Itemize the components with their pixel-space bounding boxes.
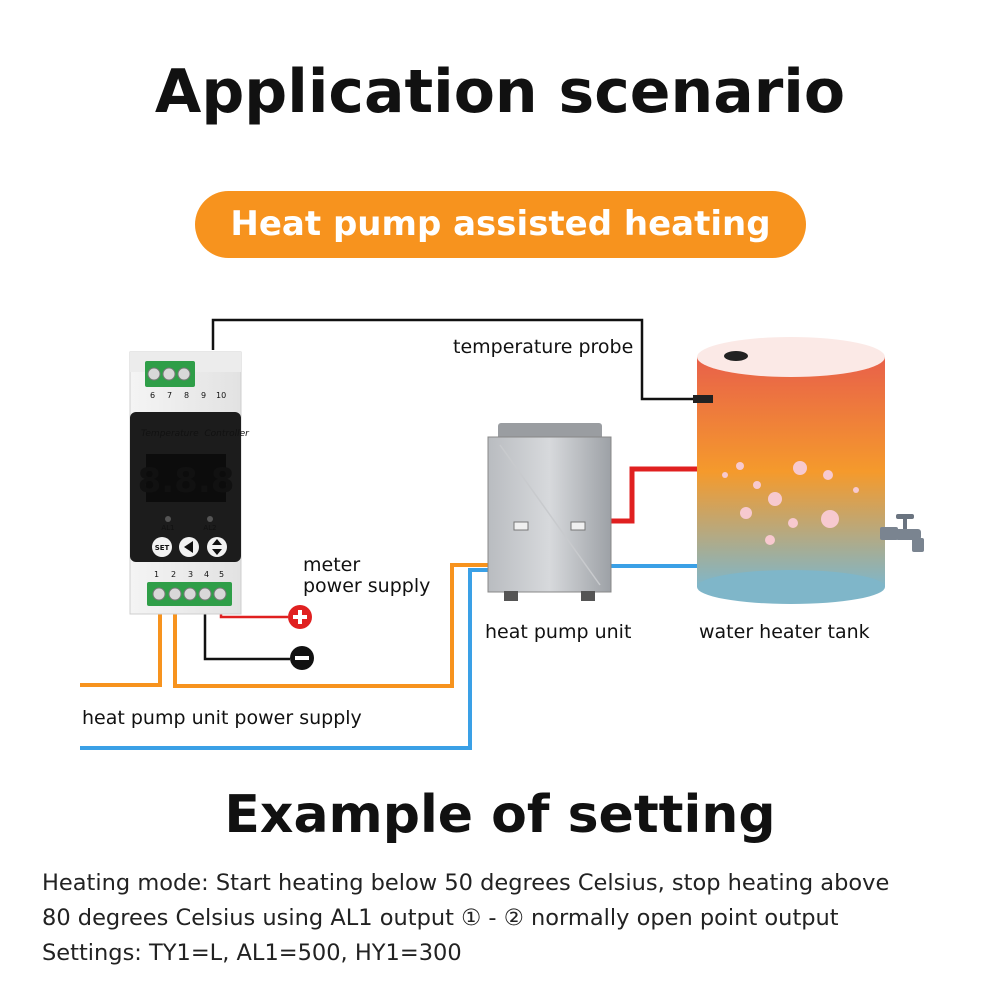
left-arrow-icon (184, 541, 193, 553)
controller-display: 8.8.8 (138, 461, 235, 501)
set-button (152, 537, 172, 557)
negative-terminal-icon (290, 646, 314, 670)
led-label-al1: AL1 (161, 524, 174, 532)
terminal-8: 8 (184, 391, 189, 400)
terminal-4: 4 (204, 570, 209, 579)
power-wire-outer (80, 595, 162, 687)
power-wire-inner (173, 563, 488, 688)
wiring-diagram: 6 7 8 9 10 Temperature Controller 8.8.8 … (80, 318, 924, 750)
cold-water-line (80, 568, 488, 750)
terminal-6: 6 (150, 391, 155, 400)
description-line-2: 80 degrees Celsius using AL1 output ① - … (42, 905, 839, 931)
terminal-5: 5 (219, 570, 224, 579)
water-heater-tank-label: water heater tank (699, 621, 870, 643)
negative-wire (203, 595, 290, 661)
terminal-7: 7 (167, 391, 172, 400)
meter-power-supply-label-line2: power supply (303, 575, 430, 597)
description-line-3: Settings: TY1=L, AL1=500, HY1=300 (42, 940, 462, 966)
water-heater-tank (693, 337, 885, 604)
probe-wire (211, 318, 700, 401)
led-label-al2: AL2 (203, 524, 216, 532)
faucet-icon (880, 514, 924, 552)
heat-pump-unit (487, 423, 612, 601)
terminal-3: 3 (188, 570, 193, 579)
terminal-1: 1 (154, 570, 159, 579)
scenario-banner: Heat pump assisted heating (195, 191, 806, 258)
updown-button (207, 537, 227, 557)
heat-pump-unit-label: heat pump unit (485, 621, 631, 643)
example-title: Example of setting (224, 785, 776, 845)
description-line-1: Heating mode: Start heating below 50 deg… (42, 870, 890, 896)
setting-description: Heating mode: Start heating below 50 deg… (42, 866, 982, 971)
meter-power-supply-label-line1: meter (303, 554, 360, 576)
page-title: Application scenario (154, 57, 846, 127)
positive-terminal-icon (288, 605, 312, 629)
hot-water-pipe (610, 466, 698, 524)
temperature-controller: 6 7 8 9 10 Temperature Controller 8.8.8 … (129, 351, 250, 615)
terminal-2: 2 (171, 570, 176, 579)
terminal-10: 10 (216, 391, 226, 400)
temperature-probe-label: temperature probe (453, 336, 633, 358)
up-down-arrow-icon (212, 539, 222, 555)
set-button-label: SET (155, 544, 170, 552)
terminal-9: 9 (201, 391, 206, 400)
heat-pump-power-supply-label: heat pump unit power supply (82, 707, 362, 729)
controller-name: Temperature Controller (141, 429, 250, 439)
scenario-banner-label: Heat pump assisted heating (230, 204, 771, 244)
